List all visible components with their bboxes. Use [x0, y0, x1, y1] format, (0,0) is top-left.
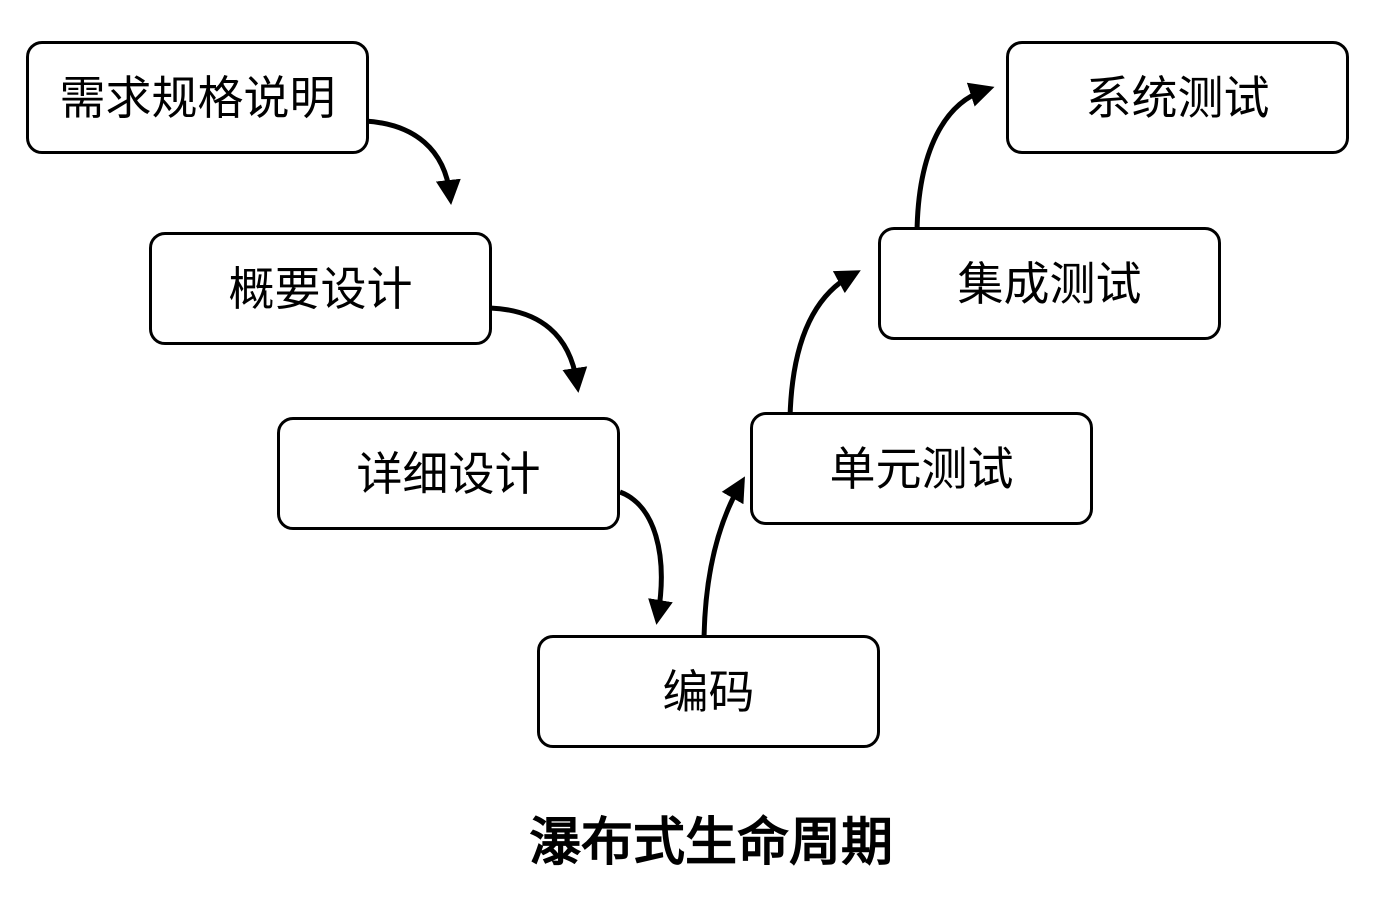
node-label: 单元测试	[829, 441, 1014, 496]
node-label: 需求规格说明	[59, 70, 336, 125]
node-system-testing: 系统测试	[1006, 41, 1349, 154]
node-coding: 编码	[537, 635, 880, 748]
arrow-unit-to-int	[787, 270, 861, 419]
node-label: 详细设计	[356, 446, 541, 501]
node-requirements-spec: 需求规格说明	[26, 41, 369, 154]
arrow-code-to-unit	[701, 476, 745, 641]
arrow-int-to-sys	[914, 82, 995, 234]
diagram-caption: 瀑布式生命周期	[528, 813, 893, 873]
arrow-req-to-hld	[364, 118, 461, 205]
node-detailed-design: 详细设计	[277, 417, 620, 530]
node-unit-testing: 单元测试	[750, 412, 1093, 525]
node-label: 集成测试	[957, 256, 1142, 311]
node-label: 概要设计	[228, 261, 413, 316]
node-integration-testing: 集成测试	[878, 227, 1221, 340]
arrow-hld-to-dd	[489, 305, 588, 393]
node-label: 编码	[662, 664, 755, 719]
node-label: 系统测试	[1085, 70, 1270, 125]
arrow-dd-to-code	[619, 489, 673, 625]
node-high-level-design: 概要设计	[149, 232, 492, 345]
